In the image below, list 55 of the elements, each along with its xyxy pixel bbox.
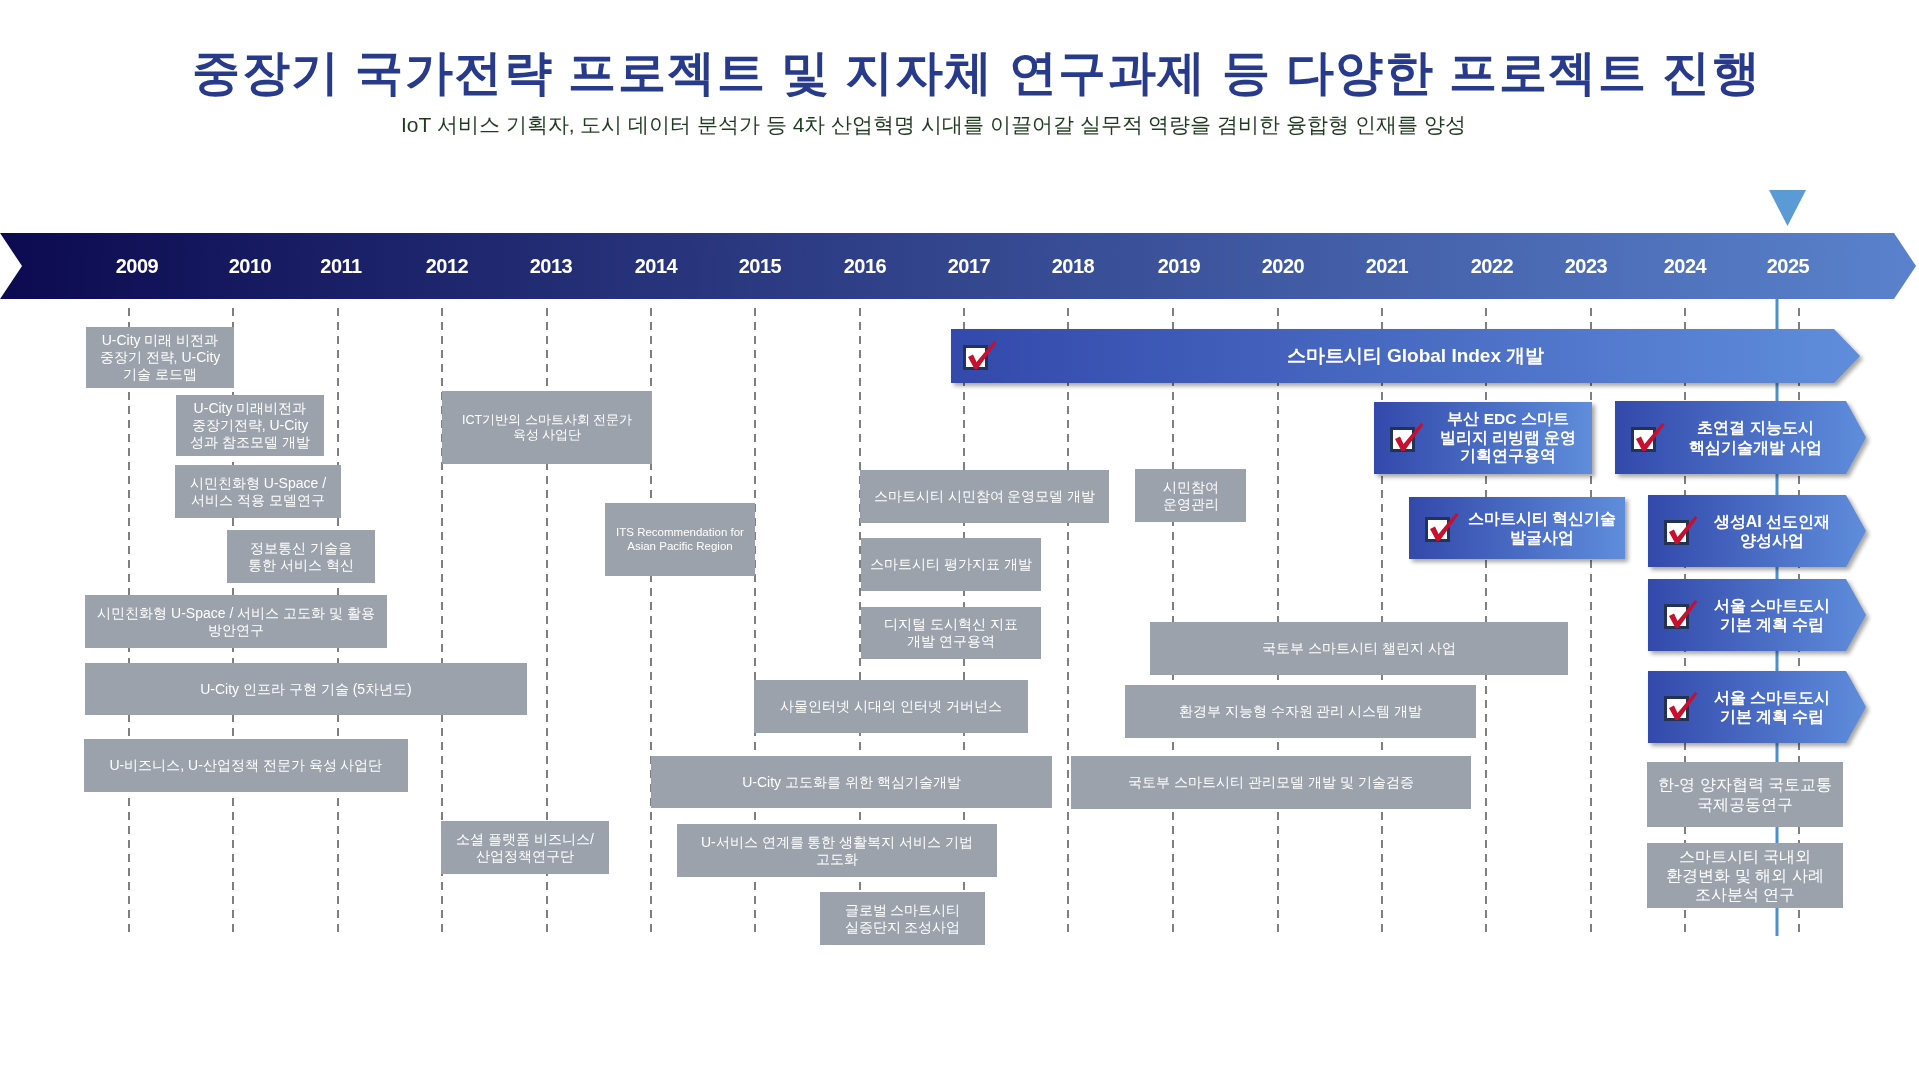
project-box: U-City 미래 비전과 중장기 전략, U-City 기술 로드맵: [86, 327, 234, 388]
year-label: 2015: [737, 254, 783, 278]
year-label: 2010: [227, 254, 273, 278]
project-box: [1374, 402, 1592, 474]
project-title: 스마트시티 혁신기술 발굴사업: [1466, 508, 1618, 548]
project-box: ICT기반의 스마트사회 전문가 육성 사업단: [442, 391, 652, 464]
project-title: 스마트시티 Global Index 개발: [1286, 344, 1545, 368]
project-box: 국토부 스마트시티 챌린지 사업: [1150, 622, 1568, 675]
project-box: 글로벌 스마트시티 실증단지 조성사업: [820, 892, 985, 945]
year-label: 2016: [842, 254, 888, 278]
project-box: 환경부 지능형 수자원 관리 시스템 개발: [1125, 685, 1476, 738]
year-label: 2012: [424, 254, 470, 278]
year-label: 2024: [1662, 254, 1708, 278]
subtitle: IoT 서비스 기획자, 도시 데이터 분석가 등 4차 산업혁명 시대를 이끌어갈 실무적 역량을 겸비한 융합형 인재를 양성: [401, 112, 1466, 138]
year-label: 2011: [319, 254, 363, 278]
project-box: U-City 고도화를 위한 핵심기술개발: [651, 756, 1052, 808]
page-title: 중장기 국가전략 프로젝트 및 지자체 연구과제 등 다양한 프로젝트 진행: [192, 45, 1762, 101]
project-box: 스마트시티 평가지표 개발: [861, 538, 1041, 591]
project-arrow-box: [1615, 401, 1866, 474]
project-title: 생성AI 선도인재 양성사업: [1712, 511, 1832, 551]
project-box: 국토부 스마트시티 관리모델 개발 및 기술검증: [1071, 756, 1471, 809]
year-label: 2019: [1156, 254, 1202, 278]
year-label: 2018: [1050, 254, 1096, 278]
year-label: 2022: [1469, 254, 1515, 278]
project-box: 시민참여 운영관리: [1135, 469, 1246, 522]
year-label: 2017: [946, 254, 992, 278]
project-box: 정보통신 기술을 통한 서비스 혁신: [227, 530, 375, 583]
project-box: 스마트시티 시민참여 운영모델 개발: [860, 470, 1109, 523]
year-label: 2023: [1563, 254, 1609, 278]
project-box: 스마트시티 국내외 환경변화 및 해외 사례 조사분석 연구: [1647, 843, 1843, 908]
year-label: 2013: [528, 254, 574, 278]
project-box: 소셜 플랫폼 비즈니스/산업정책연구단: [441, 821, 609, 874]
project-box: [1409, 497, 1625, 559]
year-label: 2009: [114, 254, 160, 278]
project-arrow-box: [1648, 671, 1866, 743]
project-box: 시민친화형 U-Space / 서비스 적용 모델연구: [175, 465, 341, 518]
project-box: 시민친화형 U-Space / 서비스 고도화 및 활용 방안연구: [85, 595, 387, 648]
year-label: 2014: [633, 254, 679, 278]
project-box: 사물인터넷 시대의 인터넷 거버넌스: [754, 680, 1028, 733]
project-title: 서울 스마트도시 기본 계획 수립: [1712, 687, 1832, 727]
project-box: U-서비스 연계를 통한 생활복지 서비스 기법 고도화: [677, 824, 997, 877]
project-box: U-City 인프라 구현 기술 (5차년도): [85, 663, 527, 715]
project-arrow-box: [1648, 579, 1866, 651]
project-box: U-City 미래비전과 중장기전략, U-City 성과 참조모델 개발: [176, 395, 324, 456]
project-title: 초연결 지능도시 핵심기술개발 사업: [1688, 418, 1823, 457]
project-box: ITS Recommendation for Asian Pacific Region: [605, 503, 755, 576]
project-title: 부산 EDC 스마트 빌리지 리빙랩 운영 기획연구용역: [1438, 410, 1578, 466]
year-label: 2025: [1765, 254, 1811, 278]
project-arrow-box: [1648, 495, 1866, 567]
project-box: 한-영 양자협력 국토교통 국제공동연구: [1647, 762, 1843, 827]
project-title: 서울 스마트도시 기본 계획 수립: [1712, 595, 1832, 635]
year-label: 2020: [1260, 254, 1306, 278]
year-label: 2021: [1364, 254, 1410, 278]
project-box: 디지털 도시혁신 지표 개발 연구용역: [861, 607, 1041, 659]
project-box: U-비즈니스, U-산업정책 전문가 육성 사업단: [84, 739, 408, 792]
